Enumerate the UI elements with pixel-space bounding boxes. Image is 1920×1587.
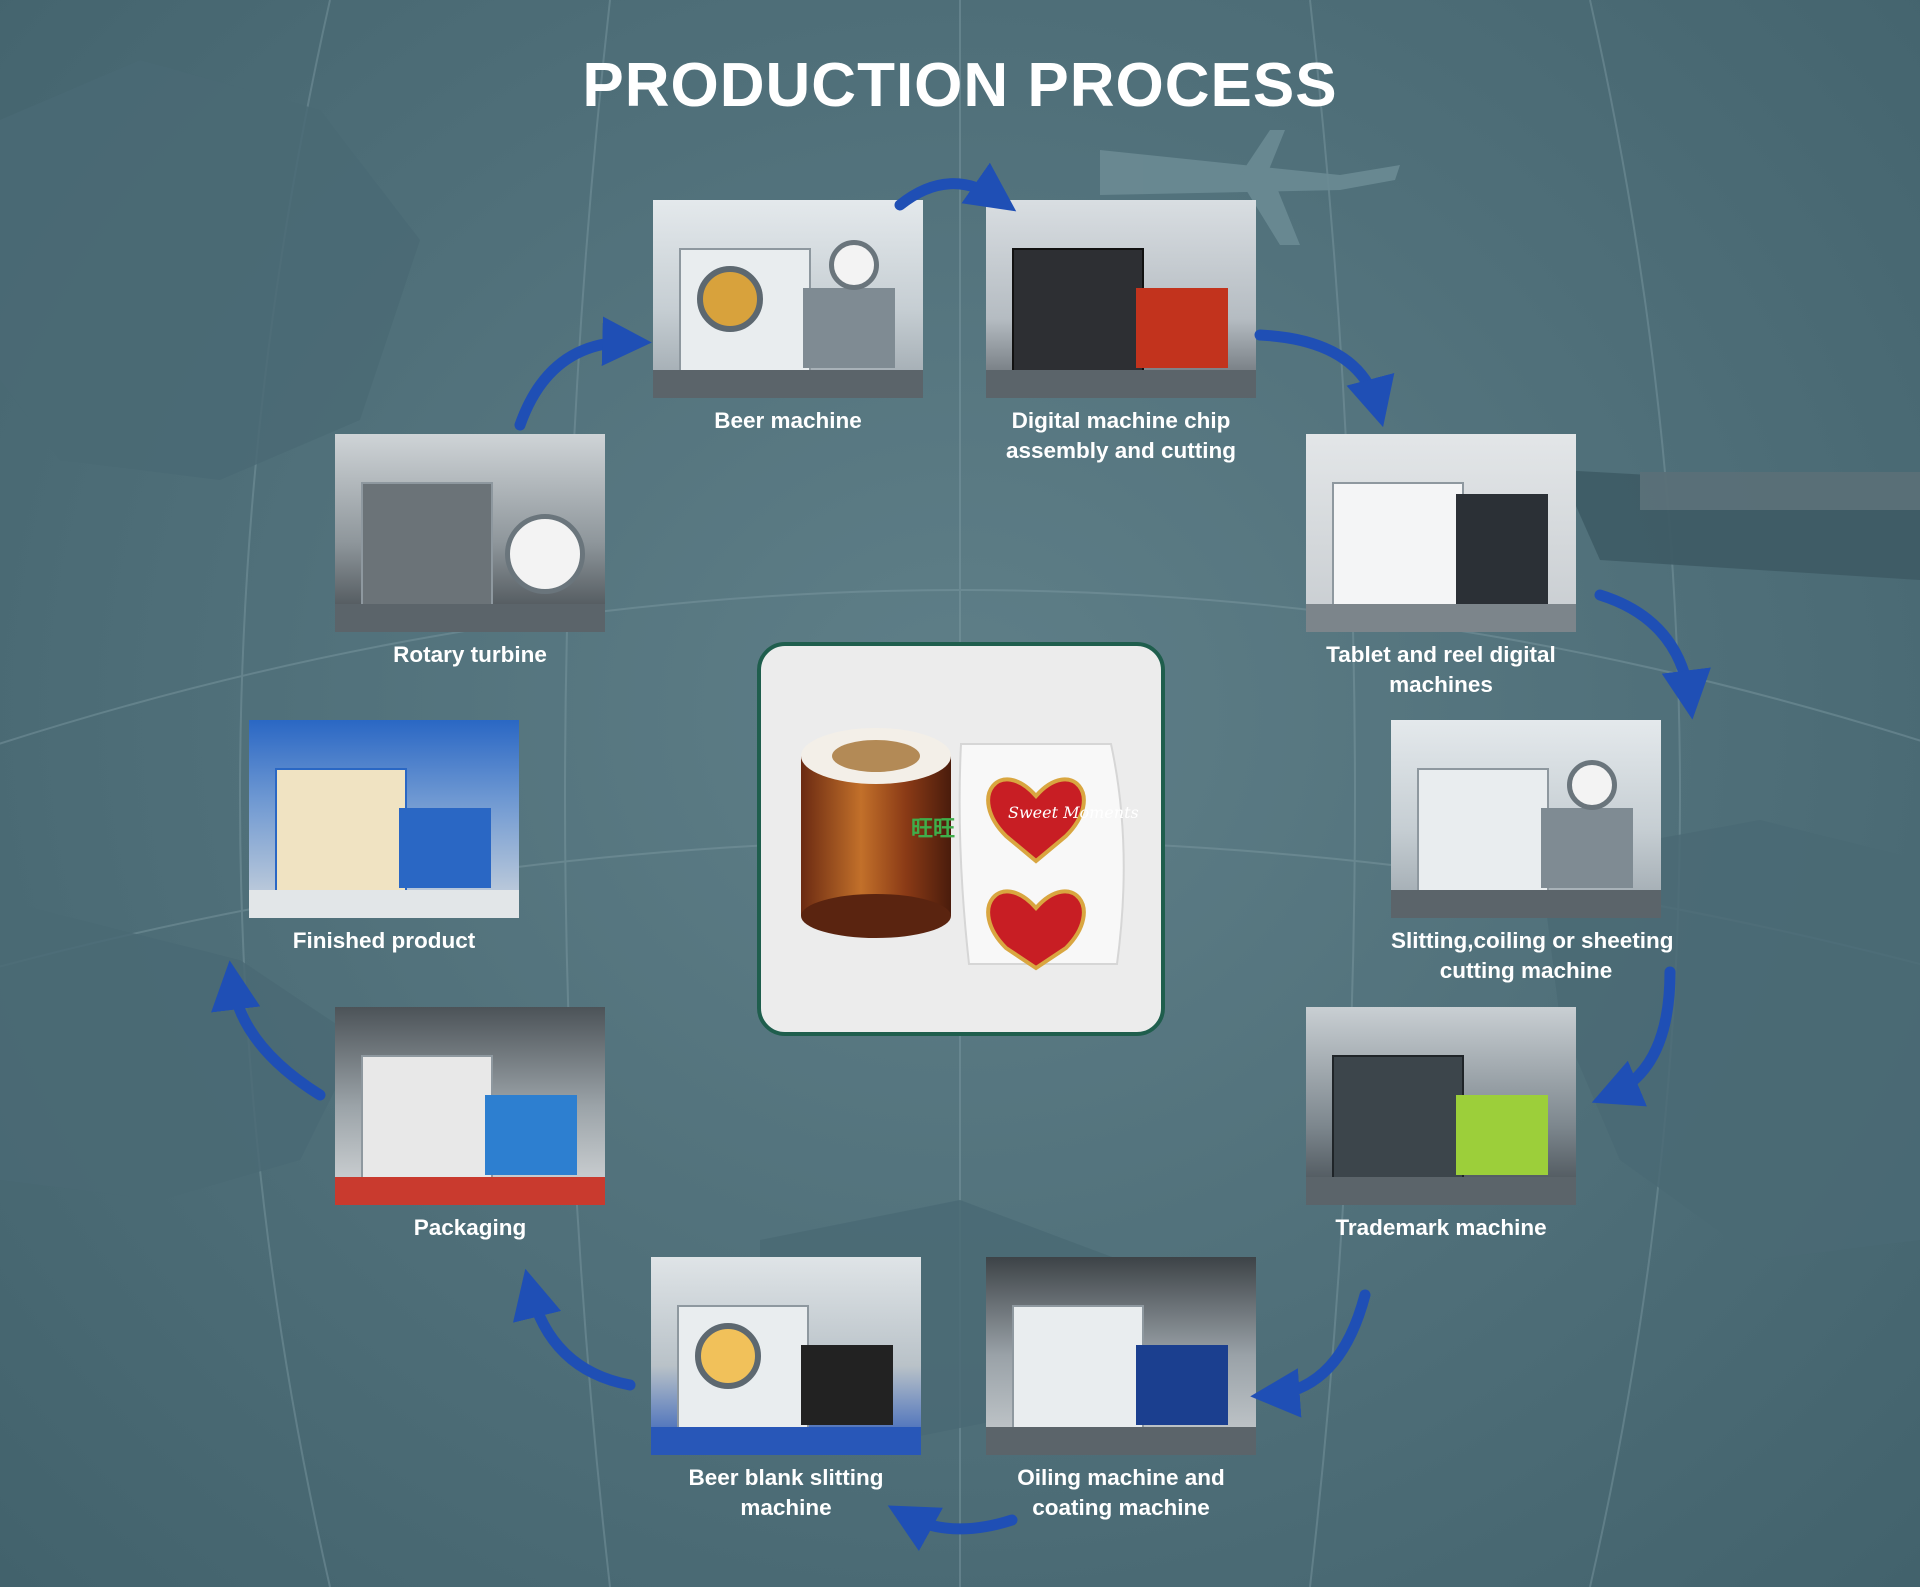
step-rotary-turbine: Rotary turbine xyxy=(335,434,605,670)
heart-label-roll: Sweet Moments xyxy=(958,743,1139,971)
step-finished-product: Finished product xyxy=(249,720,519,956)
roll-text: Sweet Moments xyxy=(1008,803,1139,822)
cargo-ship-icon xyxy=(1560,470,1920,580)
step-label: Trademark machine xyxy=(1335,1215,1547,1240)
label-rolls-illustration: 旺旺 Sweet Moments xyxy=(801,728,1139,971)
step-packaging: Packaging xyxy=(335,1007,605,1243)
step-beer-machine: Beer machine xyxy=(653,200,923,436)
oiling-machine-photo xyxy=(986,1257,1256,1455)
packaging-photo xyxy=(335,1007,605,1205)
step-label: Rotary turbine xyxy=(393,642,547,667)
page-title: PRODUCTION PROCESS xyxy=(582,51,1338,120)
trademark-machine-photo xyxy=(1306,1007,1576,1205)
step-label: Packaging xyxy=(413,1215,527,1240)
finished-product-photo xyxy=(249,720,519,918)
tablet-reel-machine-photo xyxy=(1306,434,1576,632)
rotary-turbine-photo xyxy=(335,434,605,632)
gold-label-roll: 旺旺 xyxy=(801,728,955,938)
beer-blank-slitting-photo xyxy=(651,1257,921,1455)
beer-machine-photo xyxy=(653,200,923,398)
step-trademark-machine: Trademark machine xyxy=(1306,1007,1576,1243)
airplane-icon xyxy=(1100,130,1400,245)
roll-text: 旺旺 xyxy=(911,817,955,842)
step-label: Beer machine xyxy=(714,408,862,433)
slitting-machine-photo xyxy=(1391,720,1661,918)
center-product-image: 旺旺 Sweet Moments xyxy=(757,642,1165,1036)
step-label: Finished product xyxy=(292,928,476,953)
digital-machine-photo xyxy=(986,200,1256,398)
